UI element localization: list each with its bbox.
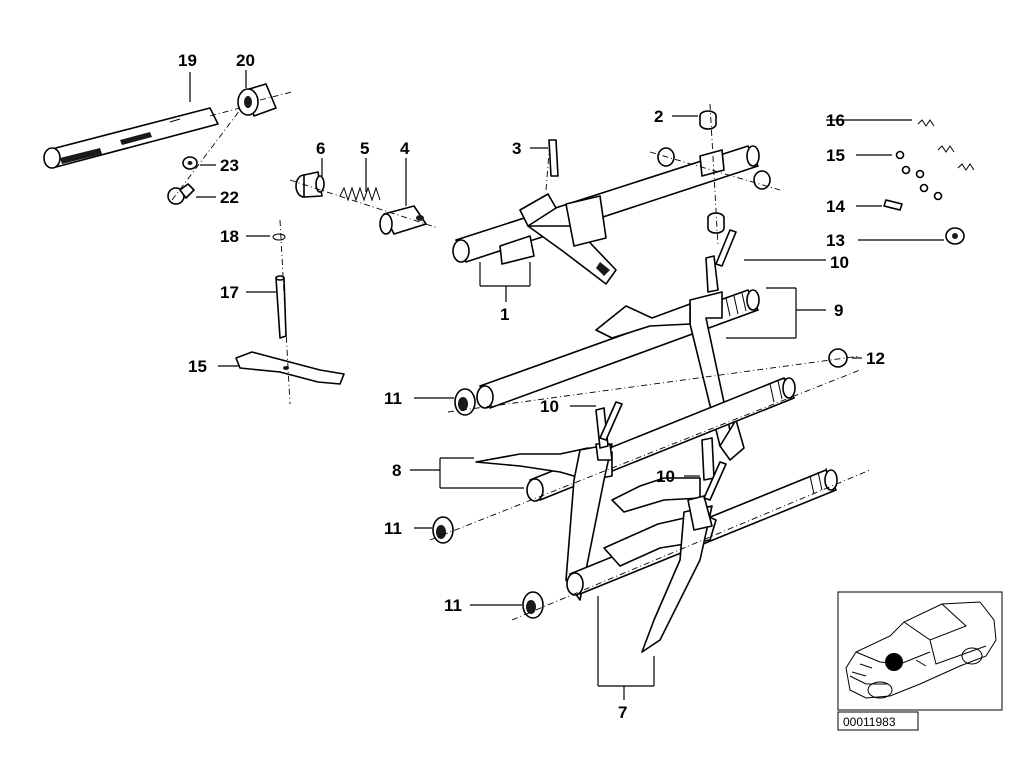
leader-lines	[189, 70, 944, 700]
callout-19: 18	[220, 227, 239, 246]
callout-15: 15	[826, 146, 845, 165]
part-11-bushings	[432, 388, 544, 619]
callout-13: 13	[826, 231, 845, 250]
part-4-plunger	[379, 205, 427, 235]
part-20-selector-shaft	[43, 107, 241, 169]
callout-12: 12	[866, 349, 885, 368]
callout-9: 9	[834, 301, 843, 320]
part-6-plug	[295, 171, 325, 198]
callout-10a: 10	[830, 253, 849, 272]
part-7-lower-fork-rod	[566, 467, 838, 653]
callout-14: 14	[826, 197, 845, 216]
callout-10b: 10	[540, 397, 559, 416]
callout-22: 22	[220, 188, 239, 207]
callout-11b: 11	[384, 519, 402, 538]
part-14-pin	[883, 199, 903, 211]
part-13-sleeve	[945, 227, 965, 245]
callout-3: 3	[512, 139, 521, 158]
part-22-screw	[167, 183, 195, 205]
callout-11c: 11	[444, 596, 462, 615]
part-9-upper-fork-rod	[476, 255, 760, 461]
callout-5: 5	[360, 139, 369, 158]
callout-2: 2	[654, 107, 663, 126]
part-23-washer	[182, 156, 198, 170]
part-2-cap	[699, 110, 717, 130]
callout-20: 19	[178, 51, 197, 70]
callout-labels: 19 20 23 22 6 5 4 3 2 18 17 15 1 16 16 1…	[178, 51, 885, 722]
vehicle-location-thumbnail: 00011983	[837, 591, 1003, 731]
part-5-spring	[339, 186, 381, 202]
part-1-shift-rod	[452, 145, 760, 285]
part-3-pin	[548, 139, 559, 177]
location-marker	[885, 653, 903, 671]
callout-10c: 10	[656, 467, 675, 486]
part-19-circlip	[272, 233, 286, 241]
callout-16-label: 16	[826, 111, 845, 130]
callout-4: 4	[400, 139, 410, 158]
callout-17: 15	[188, 357, 207, 376]
part-15-balls	[895, 150, 943, 201]
callout-7: 7	[618, 703, 627, 722]
part-8-middle-fork-rod	[475, 377, 796, 601]
side-caps	[657, 147, 771, 234]
image-code: 00011983	[843, 715, 896, 729]
callout-8: 8	[392, 461, 401, 480]
callout-23: 23	[220, 156, 239, 175]
part-12-cap	[828, 348, 848, 368]
callout-6: 6	[316, 139, 325, 158]
callout-21: 20	[236, 51, 255, 70]
callout-11a: 11	[384, 389, 402, 408]
callout-18: 17	[220, 283, 239, 302]
callout-1: 1	[500, 305, 509, 324]
part-21-bushing	[237, 83, 293, 117]
part-18-pin	[275, 275, 287, 339]
part-10-pins	[599, 229, 737, 501]
part-16-springs	[917, 119, 975, 171]
part-17-lever-plate	[235, 351, 345, 385]
